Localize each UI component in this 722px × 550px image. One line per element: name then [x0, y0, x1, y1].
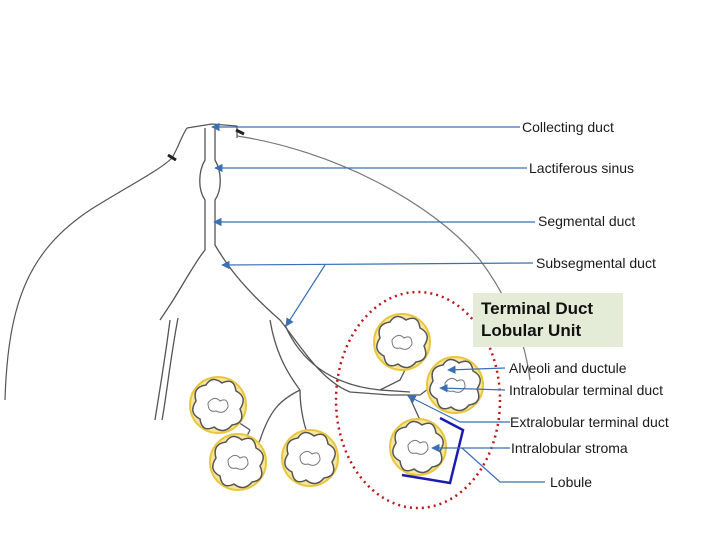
tdlu-title-line1: Terminal Duct — [473, 293, 623, 320]
label-intralobular-stroma: Intralobular stroma — [511, 440, 628, 456]
label-collecting-duct: Collecting duct — [522, 119, 614, 135]
label-subsegmental-duct: Subsegmental duct — [536, 255, 656, 271]
arrow-subsegmental-duct — [222, 263, 533, 265]
label-lactiferous-sinus: Lactiferous sinus — [529, 160, 634, 176]
tdlu-title-box: Terminal Duct Lobular Unit — [473, 293, 623, 347]
label-extralobular-terminal-duct: Extralobular terminal duct — [510, 414, 669, 430]
label-lobule: Lobule — [550, 474, 592, 490]
lobules — [190, 314, 483, 490]
label-intralobular-terminal-duct: Intralobular terminal duct — [509, 382, 663, 398]
label-alveoli-ductule: Alveoli and ductule — [509, 360, 627, 376]
arrow-subsegmental-duct-2 — [286, 265, 325, 326]
tdlu-title-line2: Lobular Unit — [473, 320, 623, 342]
label-segmental-duct: Segmental duct — [538, 213, 635, 229]
